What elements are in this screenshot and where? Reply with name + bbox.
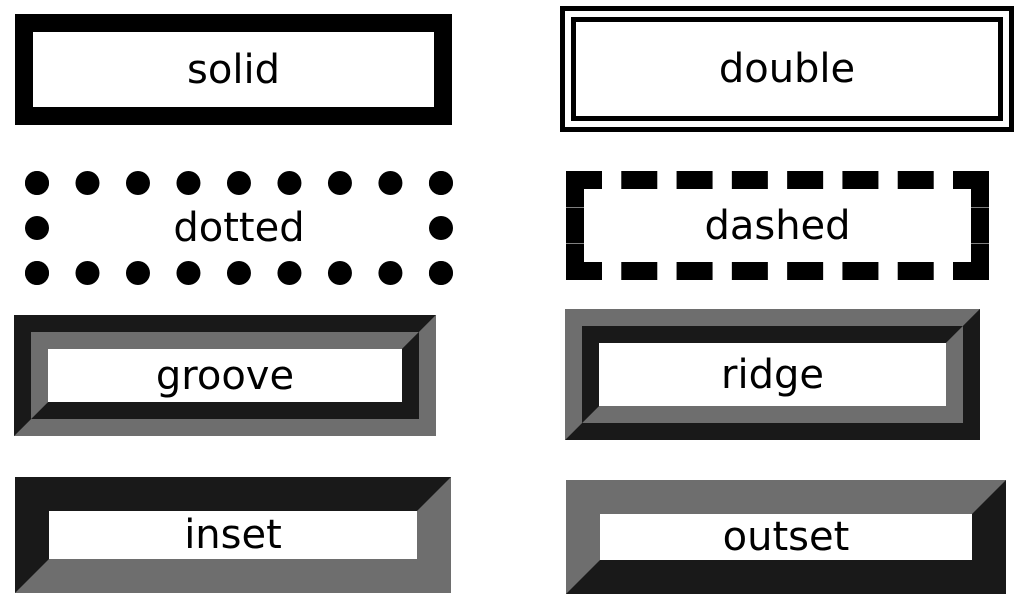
border-label-double: double [718,46,856,92]
border-sample-double: double [560,6,1014,132]
border-sample-ridge: ridge [565,309,980,440]
border-sample-inset: inset [15,477,451,593]
border-label-dotted: dotted [173,205,305,251]
border-sample-dotted: dotted [25,171,453,285]
border-label-outset: outset [722,514,850,560]
border-sample-dashed: dashed [566,171,989,280]
border-sample-groove: groove [14,315,436,436]
border-label-ridge: ridge [721,351,824,398]
border-sample-solid: solid [15,14,452,125]
border-label-solid: solid [187,46,280,93]
border-label-dashed: dashed [704,202,851,249]
border-label-groove: groove [155,352,295,399]
border-sample-outset: outset [566,480,1006,594]
border-label-inset: inset [184,512,282,558]
